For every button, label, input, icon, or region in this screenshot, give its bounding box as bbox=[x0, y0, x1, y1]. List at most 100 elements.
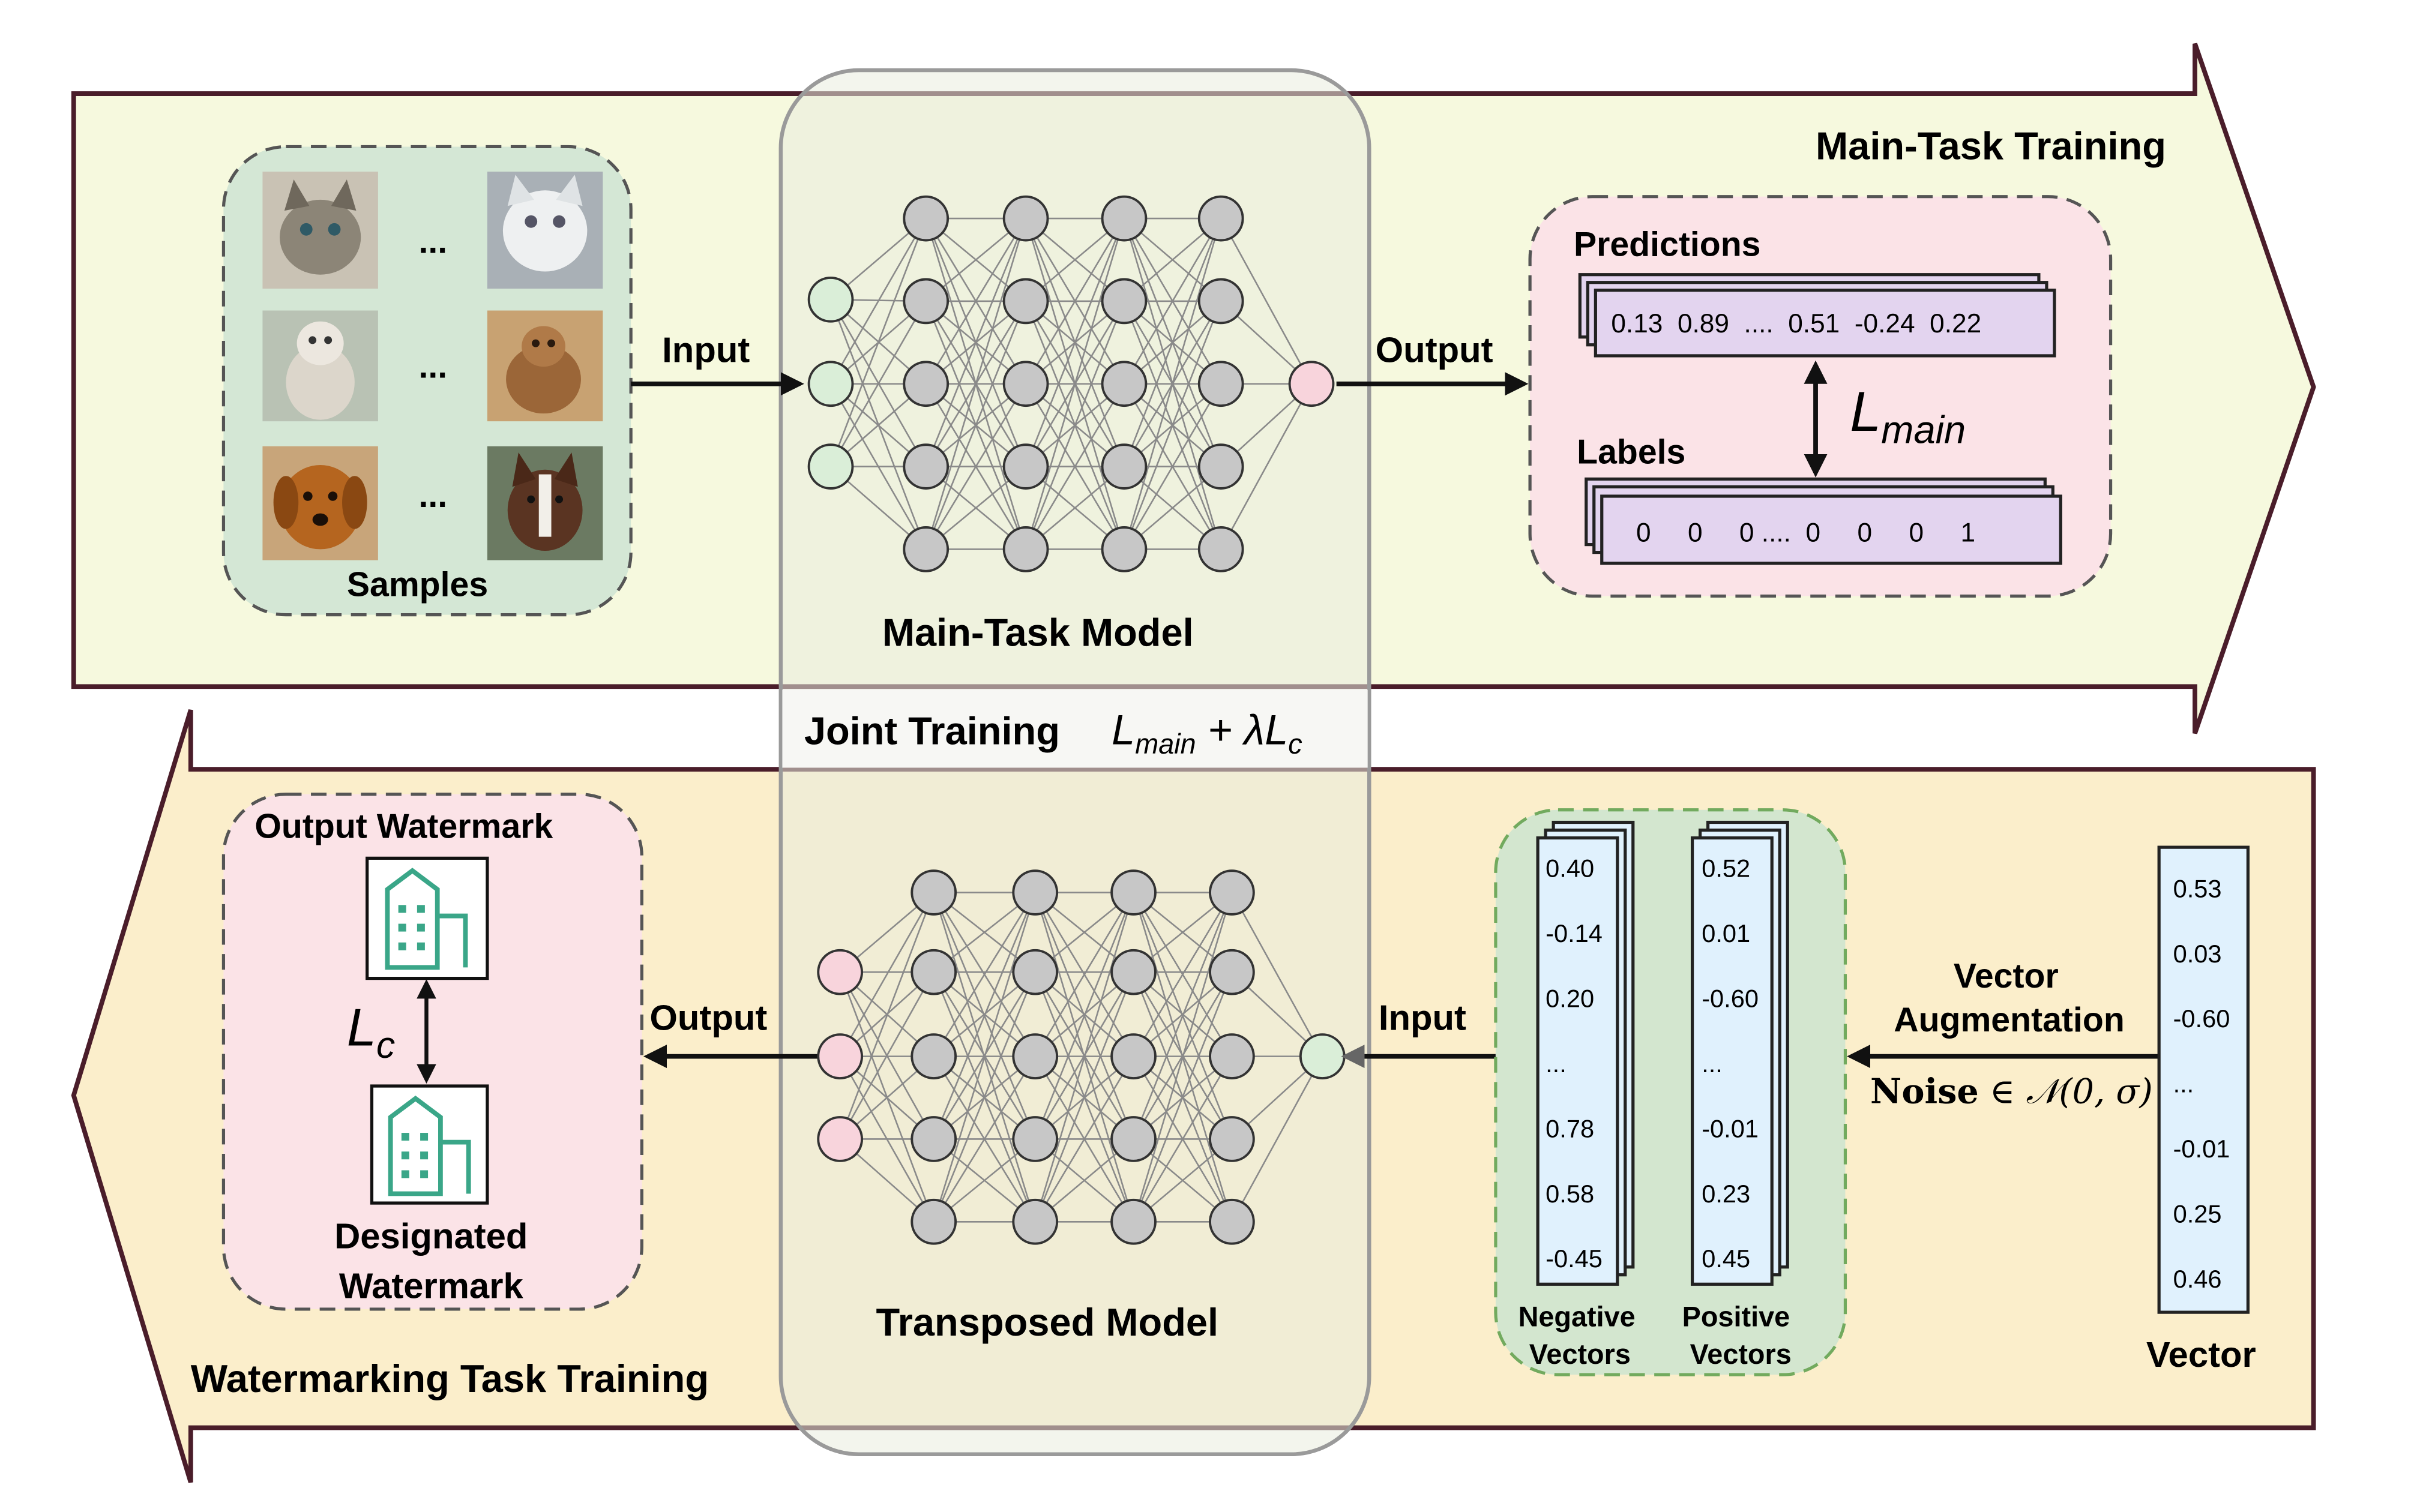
collie-photo bbox=[487, 446, 603, 560]
labels-vector bbox=[1600, 494, 2062, 565]
network-connection bbox=[1123, 218, 1222, 467]
network-node bbox=[1012, 1198, 1059, 1245]
positive-vector-value: 0.52 bbox=[1702, 854, 1750, 883]
predictions-values: 0.13 0.89 .... 0.51 -0.24 0.22 bbox=[1611, 309, 1981, 338]
designated-watermark-label-1: Designated bbox=[334, 1216, 528, 1256]
network-node bbox=[1101, 526, 1148, 572]
augmentation-label-1: Vector bbox=[1954, 957, 2059, 995]
bottom-input-label: Input bbox=[1379, 997, 1466, 1037]
network-node bbox=[817, 1033, 864, 1079]
transposed-model-label: Transposed Model bbox=[876, 1300, 1218, 1344]
white-cat-photo bbox=[487, 172, 603, 289]
negative-vector-value: 0.40 bbox=[1546, 854, 1594, 883]
positive-vectors-label-1: Positive bbox=[1682, 1301, 1790, 1333]
network-connection bbox=[1025, 301, 1125, 550]
network-node bbox=[903, 443, 950, 490]
network-connection bbox=[1133, 892, 1233, 1057]
network-connection bbox=[933, 892, 1036, 1057]
source-vector-value: -0.01 bbox=[2173, 1135, 2230, 1163]
network-connection bbox=[1034, 1055, 1134, 1222]
network-node bbox=[911, 1116, 957, 1162]
positive-vector-value: 0.23 bbox=[1702, 1180, 1750, 1208]
network-node bbox=[1012, 869, 1059, 916]
network-node bbox=[807, 443, 854, 490]
network-connection bbox=[925, 301, 1027, 550]
network-connection bbox=[925, 218, 1027, 385]
network-node bbox=[911, 949, 957, 995]
network-connection bbox=[933, 971, 1036, 1222]
network-connection bbox=[1231, 892, 1323, 1057]
designated-watermark-building-icon bbox=[370, 1084, 489, 1205]
network-connection bbox=[933, 892, 1036, 1222]
network-connection bbox=[1220, 383, 1313, 550]
network-connection bbox=[925, 383, 1027, 550]
network-node bbox=[1209, 1198, 1255, 1245]
network-node bbox=[1197, 278, 1244, 325]
network-node bbox=[1101, 195, 1148, 242]
joint-training-label: Joint Training bbox=[804, 709, 1060, 752]
network-node bbox=[1002, 195, 1049, 242]
designated-watermark-label-2: Watermark bbox=[339, 1266, 524, 1306]
positive-vector-values: 0.520.01-0.60...-0.010.230.45 bbox=[1702, 854, 1759, 1273]
transposed-network bbox=[817, 869, 1346, 1245]
main-task-model-label: Main-Task Model bbox=[882, 611, 1194, 655]
network-connection bbox=[1034, 892, 1134, 1222]
network-connection bbox=[1133, 1055, 1233, 1222]
network-node bbox=[1288, 361, 1335, 407]
network-connection bbox=[1034, 971, 1134, 1222]
positive-vectors-label-2: Vectors bbox=[1690, 1339, 1792, 1370]
network-node bbox=[1002, 526, 1049, 572]
network-connection bbox=[829, 218, 927, 385]
negative-vectors-label-1: Negative bbox=[1519, 1301, 1636, 1333]
main-task-network bbox=[807, 195, 1335, 572]
main-loss-label: Lmain bbox=[1850, 380, 1966, 452]
network-connection bbox=[925, 218, 1027, 550]
network-node bbox=[911, 1033, 957, 1079]
samples-ellipsis-3: ... bbox=[418, 476, 447, 515]
predictions-vector bbox=[1594, 289, 2056, 358]
network-connection bbox=[1123, 301, 1222, 550]
network-connection bbox=[1025, 218, 1125, 385]
negative-vectors-label-2: Vectors bbox=[1529, 1339, 1631, 1370]
source-vector-value: -0.60 bbox=[2173, 1004, 2230, 1033]
network-connection bbox=[1123, 383, 1222, 550]
negative-vector-value: ... bbox=[1546, 1049, 1567, 1078]
network-node bbox=[1197, 443, 1244, 490]
samples-ellipsis-2: ... bbox=[418, 347, 447, 385]
network-node bbox=[1197, 361, 1244, 407]
network-connection bbox=[933, 1055, 1036, 1222]
network-node bbox=[1002, 443, 1049, 490]
network-connection bbox=[1025, 383, 1125, 550]
network-connection bbox=[829, 218, 927, 467]
positive-vector-value: ... bbox=[1702, 1049, 1723, 1078]
network-node bbox=[1110, 1116, 1157, 1162]
network-node bbox=[1101, 443, 1148, 490]
kitten-photo bbox=[262, 172, 378, 289]
network-node bbox=[1197, 526, 1244, 572]
positive-vector-value: -0.01 bbox=[1702, 1114, 1759, 1142]
joint-training-strip bbox=[782, 689, 1368, 768]
noise-formula: Noise ∈ 𝒩(0, σ) bbox=[1870, 1072, 2153, 1112]
source-vector-box bbox=[2157, 845, 2250, 1314]
network-node bbox=[1110, 1198, 1157, 1245]
network-node bbox=[903, 361, 950, 407]
output-watermark-building-icon bbox=[366, 856, 489, 980]
network-node bbox=[1209, 1116, 1255, 1162]
labels-title: Labels bbox=[1577, 433, 1685, 471]
negative-vector-value: -0.45 bbox=[1546, 1244, 1603, 1273]
network-connection bbox=[839, 892, 935, 1139]
network-node bbox=[1110, 1033, 1157, 1079]
positive-vector-value: -0.60 bbox=[1702, 984, 1759, 1012]
network-node bbox=[1012, 1033, 1059, 1079]
top-input-label: Input bbox=[662, 329, 750, 370]
macaque-photo bbox=[487, 310, 603, 422]
output-watermark-label: Output Watermark bbox=[254, 808, 553, 846]
source-vector-value: 0.03 bbox=[2173, 940, 2222, 968]
watermark-loss-label: Lc bbox=[347, 997, 395, 1066]
network-node bbox=[1101, 278, 1148, 325]
samples-label: Samples bbox=[347, 565, 488, 604]
network-connection bbox=[1231, 1055, 1323, 1222]
labels-values: 0 0 0 .... 0 0 0 1 bbox=[1636, 518, 1975, 547]
bottom-output-label: Output bbox=[649, 997, 767, 1037]
network-node bbox=[1209, 949, 1255, 995]
